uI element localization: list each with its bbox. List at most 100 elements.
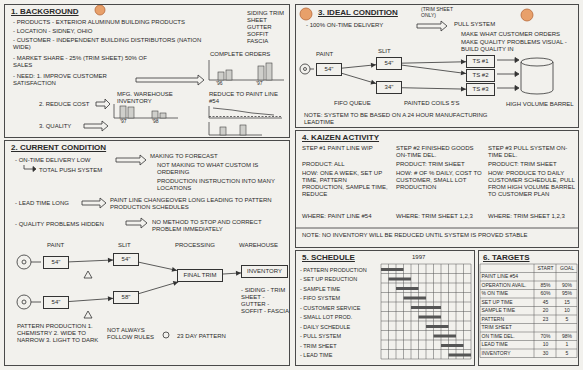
note-text: - PRODUCTS - EXTERIOR ALUMINUM BUILDING … [13,19,238,26]
gantt-bar [381,268,404,271]
table-cell: 45 [536,300,556,306]
chart-bar [266,63,272,80]
table-cell: 85% [536,283,556,289]
note-text: PRODUCTION INSTRUCTION INTO MANY LOCATIO… [157,178,285,192]
coil-symbol [17,295,31,309]
report-section: 3. IDEAL CONDITION(TRIM SHEET ONLY)- 100… [295,4,579,128]
coil-symbol [22,260,26,264]
note-text: - SMALL LOT PROD. [300,314,380,320]
table-cell: % ON TIME [482,291,534,297]
arrow-head [515,72,519,77]
note-text: PAINT LINE CHANGEOVER LONG LEADING TO PA… [110,197,285,211]
note-text: WHERE: TRIM SHEET 1,2,3 [396,213,484,220]
table-cell: 98% [558,334,577,340]
table-cell: 70% [536,334,556,340]
gantt-bar [389,278,412,281]
note-text: NOTE: NO INVENTORY WILL BE REDUCED UNTIL… [302,232,574,239]
axis-label: '96 [216,81,236,87]
inventory-triangle [84,311,92,318]
note-text: NOTE: SYSTEM TO BE BASED ON A 24 HOUR MA… [304,112,504,126]
table-cell: PATTERN [482,317,534,323]
chart-bar [220,127,226,135]
note-text: - LEAD TIME LONG [15,200,85,207]
note-text: - TRIM SHEET [300,343,380,349]
barrel-symbol [521,62,553,94]
targets-grid [480,264,577,358]
note-text: - 100% ON-TIME DELIVERY [306,22,411,29]
note-text: - PULL SYSTEM [300,333,380,339]
note-text: SLIT [118,242,148,249]
table-cell: 95% [558,291,577,297]
flow-sketch [17,58,578,339]
section-heading: 6. TARGETS [483,253,573,262]
note-text: - QUALITY PROBLEMS HIDDEN [15,221,125,228]
note-text: PAINT [47,242,87,249]
note-text: - SAMPLE TIME [300,286,380,292]
table-cell: OPERATION AVAIL. [482,283,534,289]
gantt-bar [441,344,464,347]
note-text: - SET UP REDUCTION [300,276,380,282]
table-cell: GOAL [558,266,577,272]
note-text: 2. REDUCE COST [39,101,95,108]
note-text: PATTERN PRODUCTION 1. CHEMISTRY 2. WIDE … [17,323,99,344]
target-line [209,116,282,117]
gantt-bar [449,354,472,357]
binder-hole [521,9,533,21]
box-label: 54" [325,66,334,73]
open-arrow [82,198,106,208]
section-heading: 4. KAIZEN ACTIVITY [302,133,422,142]
table-cell: LEAD TIME [482,342,534,348]
report-section: 5. SCHEDULE1997- PATTERN PRODUCTION- SET… [295,250,475,366]
table-cell: 10 [536,342,556,348]
box-label: 54" [122,256,131,263]
note-text: WHERE: PAINT LINE #54 [302,213,390,220]
gantt-bar [411,306,441,309]
note-text: TOTAL PUSH SYSTEM [39,167,129,174]
chart-axis [209,106,282,118]
box-label: FINAL TRIM [183,272,216,279]
open-arrow [96,99,110,109]
note-text: PRODUCT: ALL [302,161,390,168]
note-text: - LOCATION - SIDNEY, OHIO [13,28,213,35]
note-text: COMPLETE ORDERS [210,51,285,58]
feed-line [497,60,515,88]
chart-axis [209,60,284,80]
note-text: - LEAD TIME [300,352,380,358]
report-section: 1. BACKGROUND- PRODUCTS - EXTERIOR ALUMI… [4,4,290,138]
chart-bar [240,125,246,135]
note-text: - CUSTOMER SERVICE [300,305,380,311]
feed-line [310,69,314,70]
open-arrow [116,155,146,165]
box-label: TS #2 [472,72,488,79]
binder-hole [95,5,105,15]
note-text: MAKE QUALITY PROBLEMS VISUAL - BUILD QUA… [461,39,576,53]
note-text: - SIDING - TRIM SHEET - GUTTER - SOFFIT … [241,287,289,315]
box-label: INVENTORY [247,268,282,275]
table-cell: PAINT LINE #54 [482,274,534,280]
table-cell: 15 [558,300,577,306]
note-text: 3. QUALITY [39,123,84,130]
chart-bar [120,106,126,118]
process-box: 58" [113,291,139,304]
table-cell: 23 [536,317,556,323]
chart-bar [160,113,166,118]
box-label: 58" [122,294,131,301]
note-text: REDUCE TO PAINT LINE #54 [209,91,287,105]
chart-bar [218,72,224,80]
coil-symbol [304,68,307,71]
chart-bar [258,66,264,80]
chart-bar [226,70,232,80]
arrow-head [515,86,519,91]
arrow-head [515,58,519,63]
flow-connector [342,65,376,68]
process-box: 54" [43,296,69,309]
table-cell: ON TIME DEL. [482,334,534,340]
table-cell: 20 [536,308,556,314]
note-text: PAINTED COILS 5'S [404,100,474,107]
note-text: (TRIM SHEET ONLY) [421,7,465,19]
open-arrow [417,21,447,31]
report-section: 4. KAIZEN ACTIVITYSTEP #1 PAINT LINE WIP… [295,130,579,248]
note-text: HIGH VOLUME BARREL [506,101,576,108]
